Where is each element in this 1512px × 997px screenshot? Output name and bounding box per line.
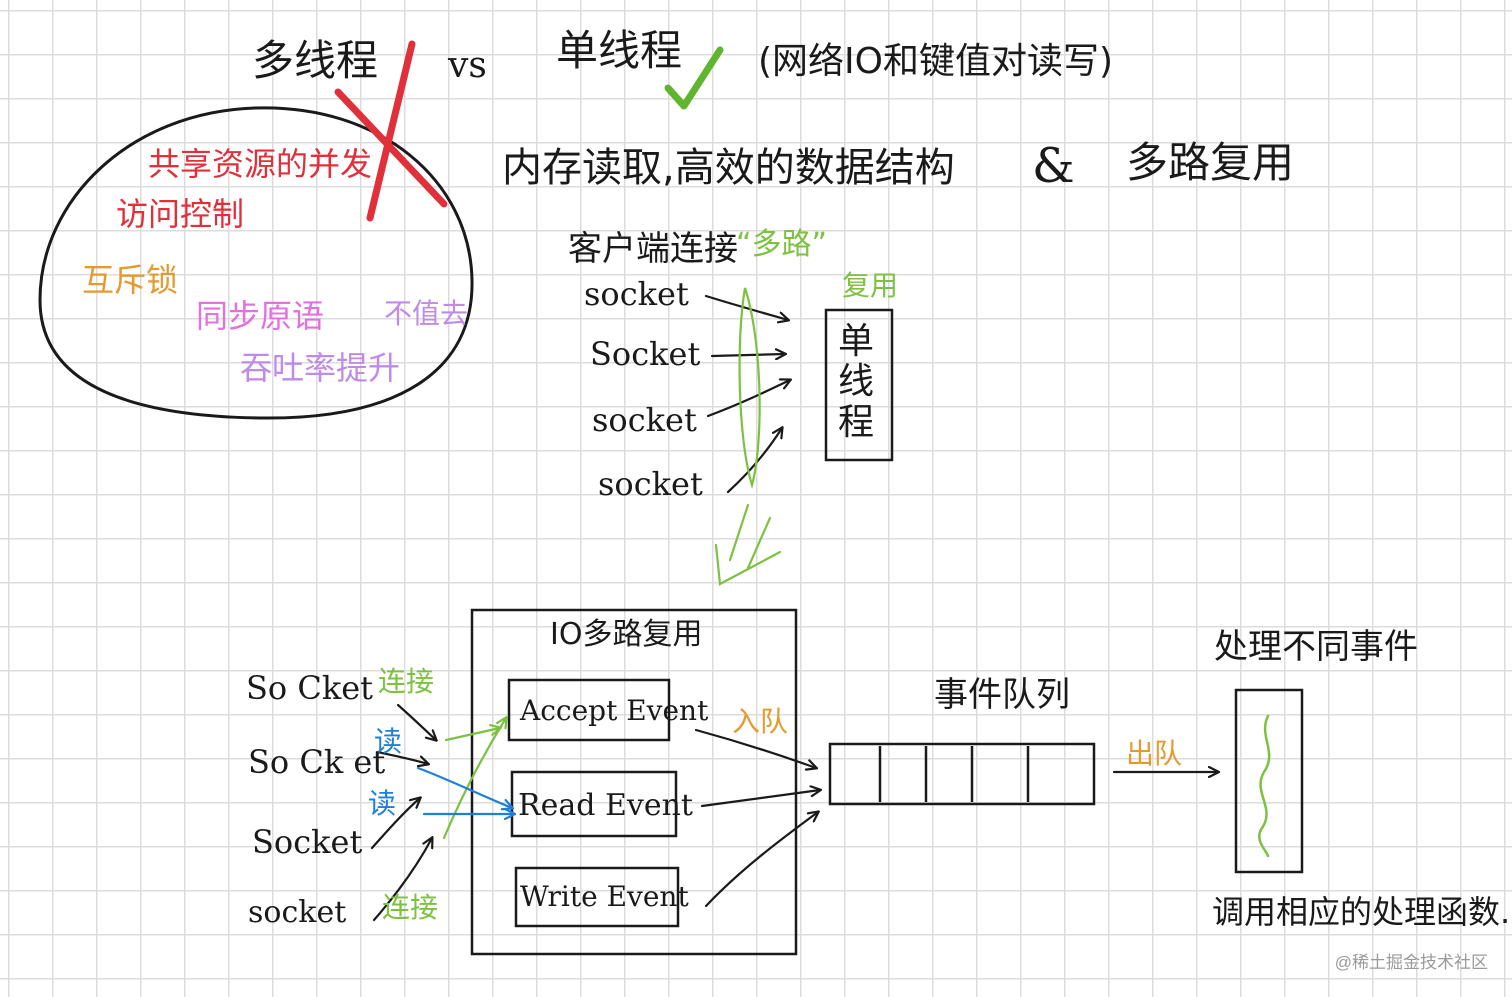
- single-thread-char-2: 线: [838, 361, 875, 403]
- reason-memory: 内存读取,高效的数据结构: [502, 145, 955, 191]
- single-thread-char-1: 单: [838, 321, 875, 362]
- enqueue-arrow-3: [704, 812, 818, 908]
- accept-event-box: [507, 678, 671, 742]
- issue-sync-primitives: 同步原语: [196, 297, 325, 335]
- reuse-label: 复用: [842, 269, 899, 302]
- io-socket-3: Socket: [252, 823, 363, 861]
- io-box-title: IO多路复用: [550, 617, 703, 652]
- io-socket-arrow-3: [370, 798, 420, 850]
- connect-label-2: 连接: [382, 891, 439, 924]
- enqueue-label: 入队: [732, 705, 789, 738]
- io-socket-1: So Cket: [246, 669, 374, 707]
- socket-arrow-1: [704, 294, 788, 320]
- client-socket-4: socket: [598, 465, 703, 503]
- socket-arrow-4: [726, 428, 782, 494]
- issue-throughput: 吞吐率提升: [240, 349, 401, 387]
- issue-not-worth: 不值去: [384, 297, 469, 330]
- io-socket-arrow-2: [376, 750, 428, 764]
- callback-label: 调用相应的处理函数.: [1212, 893, 1511, 931]
- title-single-thread: 单线程: [556, 26, 683, 75]
- watermark: @稀土掘金技术社区: [1334, 953, 1488, 972]
- read-event-label: Read Event: [518, 788, 693, 823]
- reason-amp: &: [1032, 138, 1075, 194]
- title-multi-thread: 多线程: [252, 36, 379, 85]
- single-thread-box-label: 单 线 程: [838, 321, 875, 443]
- io-socket-arrow-1: [396, 703, 436, 740]
- title-vs: vs: [448, 45, 487, 86]
- socket-arrow-3: [706, 380, 790, 418]
- io-socket-4: socket: [248, 895, 347, 930]
- enqueue-arrow-2: [700, 790, 820, 808]
- dequeue-label: 出队: [1126, 737, 1183, 770]
- multi-path-label: “多路”: [736, 227, 828, 262]
- client-socket-2: Socket: [590, 335, 701, 373]
- io-socket-arrow-4: [372, 838, 432, 922]
- read-arrow-1: [416, 766, 512, 808]
- handler-box: [1234, 688, 1304, 874]
- reason-multiplex: 多路复用: [1126, 138, 1295, 187]
- issue-shared-resource: 共享资源的并发: [148, 145, 373, 183]
- red-cross-icon: [334, 40, 448, 222]
- issue-mutex: 互斥锁: [82, 261, 179, 299]
- client-socket-1: socket: [584, 275, 689, 313]
- read-label-1: 读: [374, 725, 403, 758]
- io-multiplex-box: [470, 608, 798, 956]
- io-socket-2: So Ck et: [248, 743, 386, 781]
- single-thread-char-3: 程: [838, 401, 875, 443]
- title-scope: (网络IO和键值对读写): [758, 41, 1114, 82]
- green-check-icon: [664, 46, 724, 110]
- handler-squiggle: [1258, 714, 1271, 858]
- connect-label-1: 连接: [378, 665, 435, 698]
- handle-events-label: 处理不同事件: [1214, 627, 1418, 667]
- connect-arrow-1: [444, 728, 500, 742]
- client-socket-3: socket: [592, 401, 697, 439]
- read-label-2: 读: [368, 787, 397, 820]
- event-queue: [828, 742, 1096, 806]
- write-event-box: [514, 866, 680, 928]
- multiplex-loop: [738, 287, 761, 489]
- issue-access-control: 访问控制: [116, 195, 245, 233]
- connect-arrow-2: [442, 718, 506, 840]
- issues-oval: [38, 106, 474, 420]
- socket-arrow-2: [710, 354, 785, 356]
- single-thread-box: [824, 308, 894, 462]
- double-down-arrow-icon: [714, 503, 782, 586]
- write-event-label: Write Event: [520, 880, 689, 913]
- queue-label: 事件队列: [934, 675, 1070, 715]
- client-connection-label: 客户端连接: [568, 229, 738, 269]
- enqueue-arrow-1: [694, 728, 816, 768]
- accept-event-label: Accept Event: [520, 694, 709, 727]
